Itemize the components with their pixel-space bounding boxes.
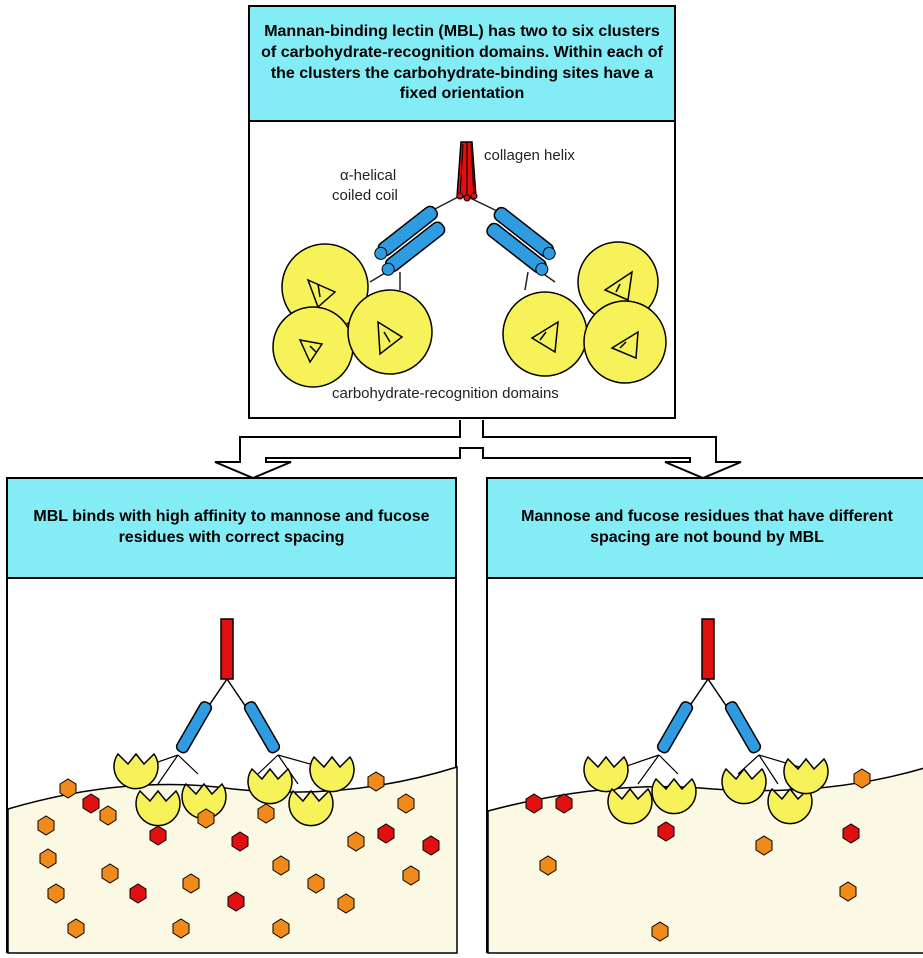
residue-hexagon-icon [257,803,275,824]
residue-hexagon-icon [149,825,167,846]
residue-hexagon-icon [172,918,190,939]
residue-hexagon-icon [539,855,557,876]
crd-sphere-icon [583,755,629,793]
crd-sphere-icon [247,767,293,805]
residue-hexagon-icon [227,891,245,912]
collagen-helix-label: collagen helix [484,147,575,164]
residue-hexagon-icon [839,881,857,902]
mbl-structure-diagram [272,141,667,388]
cell-surface [487,767,923,954]
mbl-binding-diagram-left [7,618,458,954]
top-panel: Mannan-binding lectin (MBL) has two to s… [248,5,676,419]
crd-cluster-right [502,241,667,384]
residue-hexagon-icon [337,893,355,914]
residue-hexagon-icon [377,823,395,844]
crd-sphere-icon [607,787,653,825]
residue-hexagon-icon [272,918,290,939]
mbl-binding-diagram-right [487,618,923,954]
coiled-coil-icon [175,701,213,754]
residue-hexagon-icon [39,848,57,869]
coiled-coil-icon [374,205,446,276]
residue-hexagon-icon [67,918,85,939]
residue-hexagon-icon [197,808,215,829]
right-panel-header-text: Mannose and fucose residues that have di… [521,508,893,546]
collagen-helix-icon [220,618,234,680]
residue-hexagon-icon [231,831,249,852]
coiled-coil-label: coiled coil [332,187,398,204]
coiled-coil-icon [724,701,762,754]
crd-sphere-icon [113,752,159,790]
right-panel-header: Mannose and fucose residues that have di… [488,479,923,579]
residue-hexagon-icon [842,823,860,844]
residue-hexagon-icon [397,793,415,814]
arrow-down-icon [214,420,742,480]
residue-hexagon-icon [182,873,200,894]
left-panel: MBL binds with high affinity to mannose … [6,477,458,954]
right-panel: Mannose and fucose residues that have di… [486,477,923,954]
top-panel-header-text: Mannan-binding lectin (MBL) has two to s… [261,22,663,103]
crd-sphere-icon [721,767,767,805]
residue-hexagon-icon [402,865,420,886]
residue-hexagon-icon [555,793,573,814]
collagen-helix-icon [701,618,715,680]
residue-hexagon-icon [47,883,65,904]
residue-hexagon-icon [129,883,147,904]
crd-sphere-icon [272,306,354,388]
residue-hexagon-icon [651,921,669,942]
alpha-helical-label: α-helical [340,167,397,184]
coiled-coil-icon [656,701,694,754]
crd-cluster-left [272,243,433,388]
left-panel-header-text: MBL binds with high affinity to mannose … [33,508,430,546]
residue-hexagon-icon [347,831,365,852]
crd-sphere-icon [783,757,829,795]
residue-hexagon-icon [99,805,117,826]
residue-hexagon-icon [367,771,385,792]
residue-hexagon-icon [525,793,543,814]
residue-hexagon-icon [657,821,675,842]
crd-sphere-icon [135,789,181,827]
coiled-coil-icon [243,701,281,754]
residue-hexagon-icon [755,835,773,856]
crd-sphere-icon [651,777,697,815]
crd-label: carbohydrate-recognition domains [332,385,559,402]
residue-hexagon-icon [272,855,290,876]
residue-hexagon-icon [853,768,871,789]
collagen-helix-icon [456,141,478,202]
top-panel-header: Mannan-binding lectin (MBL) has two to s… [250,7,674,122]
residue-hexagon-icon [422,835,440,856]
crd-sphere-icon [347,289,433,375]
residue-hexagon-icon [82,793,100,814]
residue-hexagon-icon [101,863,119,884]
left-panel-header: MBL binds with high affinity to mannose … [8,479,455,579]
residue-hexagon-icon [307,873,325,894]
residue-hexagon-icon [37,815,55,836]
crd-sphere-icon [309,755,355,793]
residue-hexagon-icon [59,778,77,799]
coiled-coil-icon [486,206,556,276]
